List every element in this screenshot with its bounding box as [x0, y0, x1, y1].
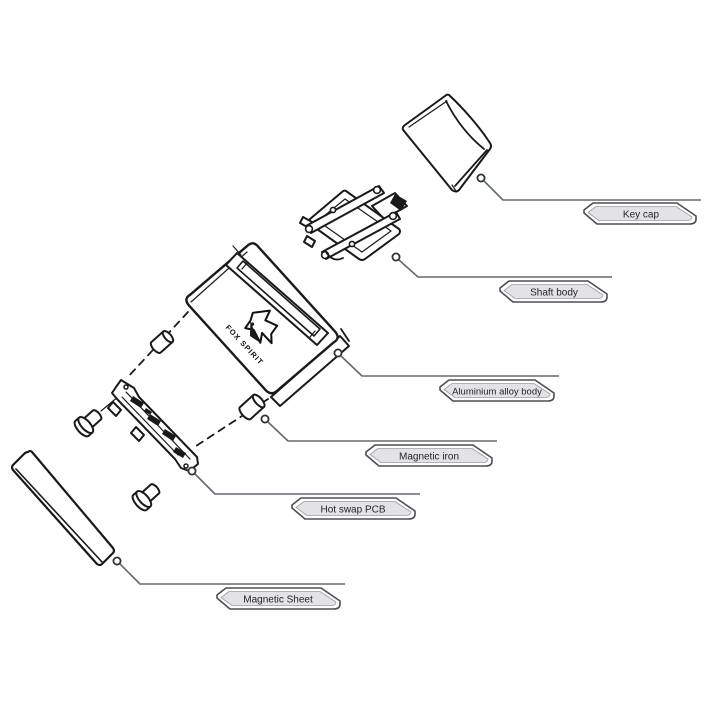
svg-text:Aluminium alloy body: Aluminium alloy body [452, 387, 542, 398]
svg-text:Key cap: Key cap [623, 210, 660, 221]
leader-dot-aluminium-body [333, 348, 343, 358]
leader-dot-magnetic-iron [260, 414, 270, 424]
svg-text:Magnetic iron: Magnetic iron [399, 452, 459, 463]
magnet-pole-part [149, 330, 175, 354]
label-shaft-body: Shaft body [391, 252, 612, 303]
svg-text:Shaft body: Shaft body [530, 288, 578, 299]
magnetic-sheet-part [10, 449, 116, 567]
svg-text:Hot swap PCB: Hot swap PCB [320, 505, 385, 516]
shaft-body-part [299, 185, 408, 261]
keycap-part [401, 93, 492, 193]
label-key-cap: Key cap [476, 173, 701, 225]
fox-head-icon [244, 309, 279, 345]
magnetic-iron-part [238, 393, 266, 421]
svg-text:Magnetic Sheet: Magnetic Sheet [243, 595, 313, 606]
screw-bottom [129, 478, 165, 514]
leader-dot-key-cap [476, 173, 486, 183]
hot-swap-pcb-part [107, 379, 199, 472]
leader-dot-magnetic-sheet [112, 556, 122, 566]
label-magnetic-sheet: Magnetic Sheet [112, 556, 345, 610]
aluminium-body-part: FOX SPIRIT [185, 242, 350, 407]
leader-dot-hot-swap-pcb [187, 466, 197, 476]
label-hot-swap-pcb: Hot swap PCB [187, 466, 420, 520]
label-aluminium-alloy-body: Aluminium alloy body [333, 348, 559, 402]
label-magnetic-iron: Magnetic iron [260, 414, 497, 467]
leader-dot-shaft-body [391, 252, 401, 262]
